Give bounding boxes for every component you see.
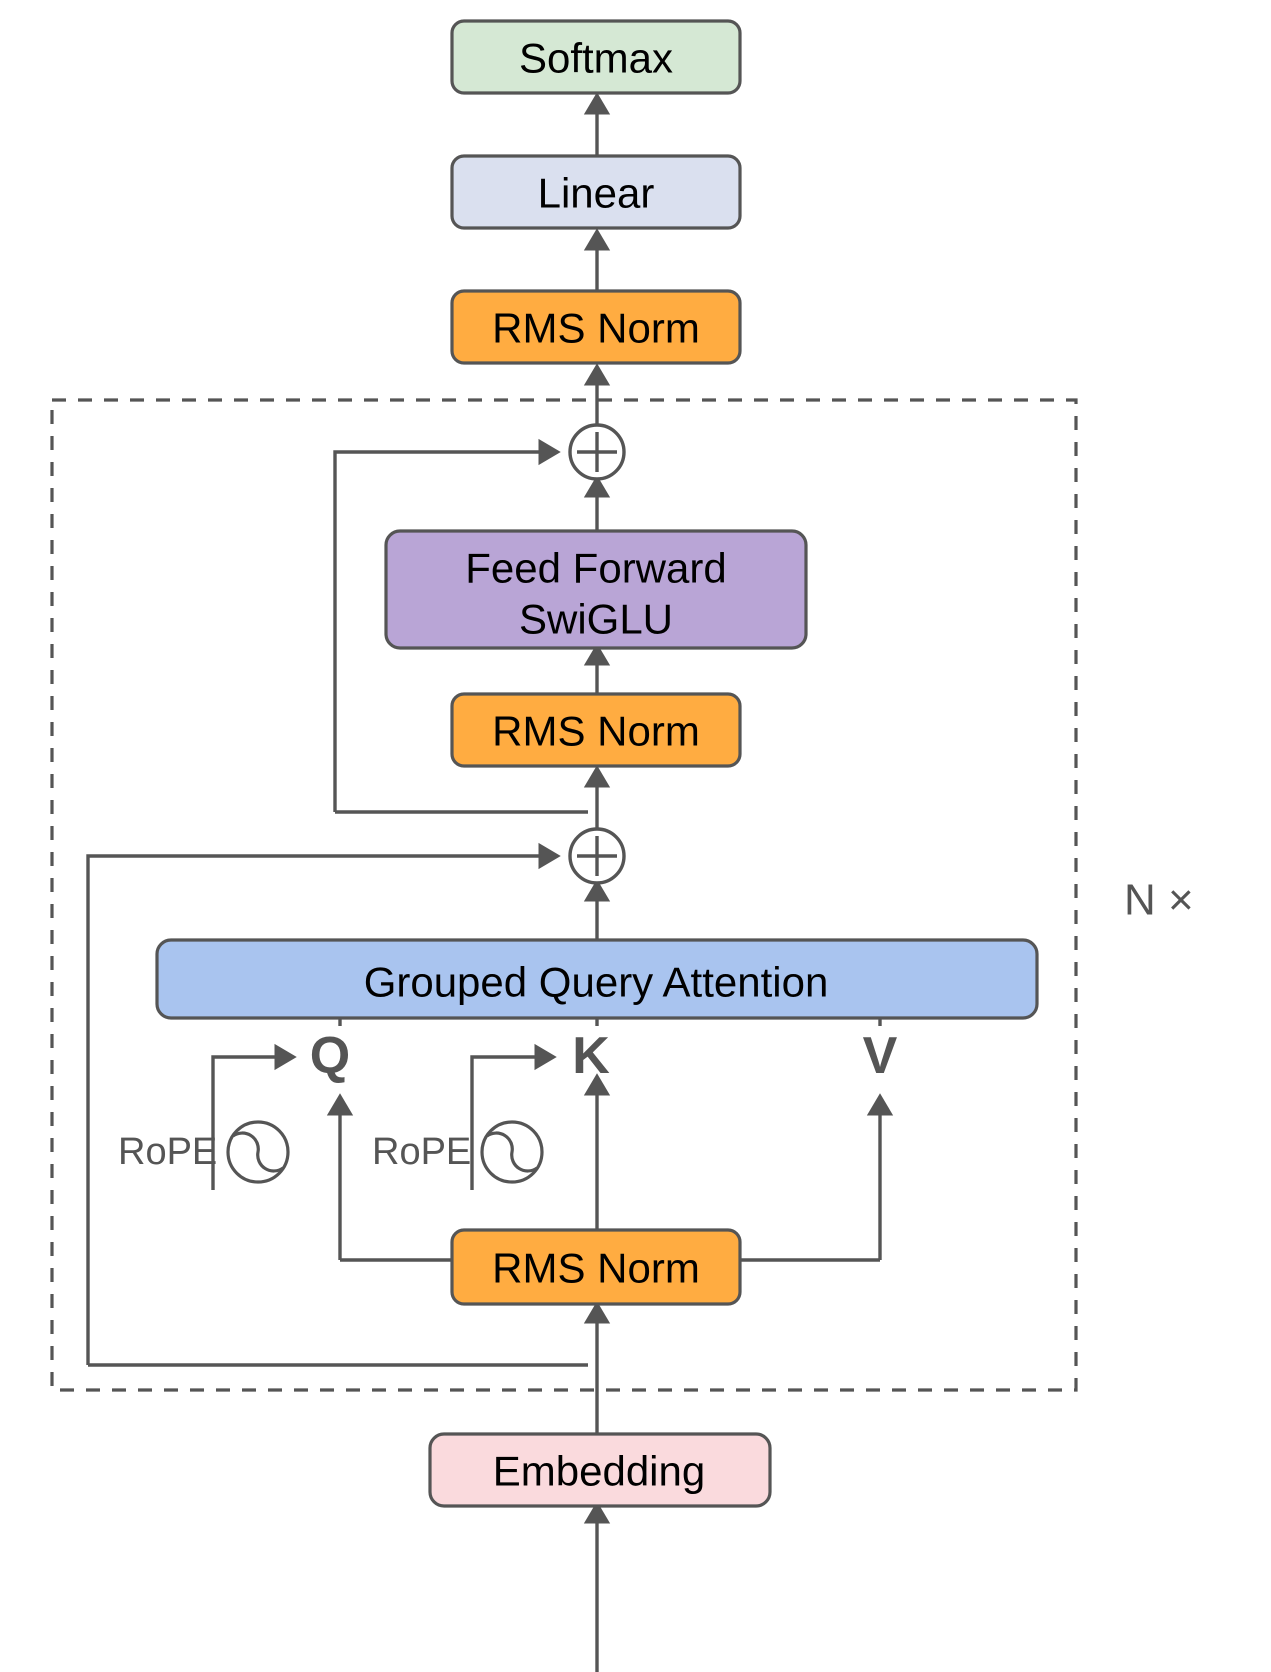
node-softmax[interactable]: Softmax: [450, 19, 742, 95]
node-rms-norm-top[interactable]: RMS Norm: [450, 289, 742, 365]
rope-q-label: RoPE: [118, 1131, 217, 1173]
edge-rope-q-to-q: [211, 1043, 297, 1190]
node-feed-forward[interactable]: Feed Forward SwiGLU: [384, 529, 808, 650]
projection-label-q: Q: [310, 1027, 350, 1085]
rms-norm-top-box[interactable]: [450, 289, 742, 365]
softmax-label: Softmax: [519, 35, 673, 82]
edge-residual-ffn-to-adder: [333, 438, 561, 812]
embedding-label: Embedding: [493, 1448, 705, 1495]
repeated-block-frame: [50, 398, 1078, 1392]
feed-forward-box[interactable]: [384, 529, 808, 650]
repeat-count-label: N ×: [1124, 876, 1194, 925]
projection-label-k: K: [572, 1027, 610, 1085]
node-rms-norm-bottom[interactable]: RMS Norm: [450, 1228, 742, 1306]
node-linear[interactable]: Linear: [450, 154, 742, 230]
softmax-box[interactable]: [450, 19, 742, 95]
rope-k-label: RoPE: [372, 1131, 471, 1173]
edge-rope-k-to-k: [470, 1043, 557, 1190]
rope-module-q[interactable]: RoPE: [118, 1120, 290, 1184]
linear-box[interactable]: [450, 154, 742, 230]
attention-label: Grouped Query Attention: [364, 959, 829, 1006]
attention-box[interactable]: [155, 938, 1039, 1020]
rms-norm-mid-box[interactable]: [450, 692, 742, 768]
embedding-box[interactable]: [428, 1432, 772, 1508]
node-grouped-query-attention[interactable]: Grouped Query Attention: [155, 938, 1039, 1020]
node-rms-norm-mid[interactable]: RMS Norm: [450, 692, 742, 768]
rope-module-k[interactable]: RoPE: [372, 1120, 544, 1184]
rope-q-icon: [226, 1120, 290, 1184]
rms-norm-top-label: RMS Norm: [492, 305, 700, 352]
rope-k-icon: [480, 1120, 544, 1184]
rms-norm-mid-label: RMS Norm: [492, 708, 700, 755]
feed-forward-label-line2: SwiGLU: [519, 596, 673, 643]
node-embedding[interactable]: Embedding: [428, 1432, 772, 1508]
residual-adder-attention: [568, 827, 626, 885]
rms-norm-bottom-label: RMS Norm: [492, 1245, 700, 1292]
edge-residual-attn-to-adder: [86, 842, 561, 1365]
residual-adder-ffn: [568, 423, 626, 481]
linear-label: Linear: [538, 170, 655, 217]
rms-norm-bottom-box[interactable]: [450, 1228, 742, 1306]
projection-label-v: V: [863, 1027, 898, 1085]
feed-forward-label-line1: Feed Forward: [465, 545, 726, 592]
